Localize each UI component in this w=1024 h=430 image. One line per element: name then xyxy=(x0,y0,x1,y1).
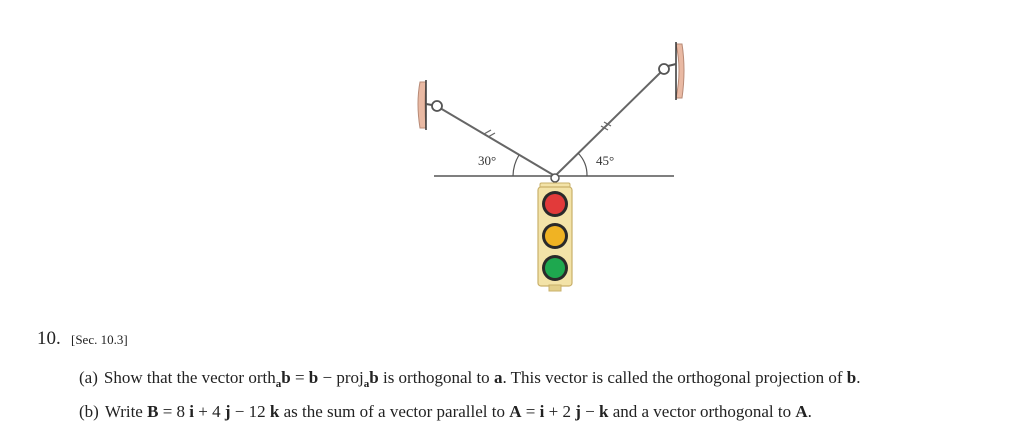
cable-junction-ring xyxy=(550,173,560,183)
right-eyebolt xyxy=(658,63,670,75)
red-light xyxy=(545,194,565,214)
right-wall xyxy=(675,43,685,99)
problem-parts: (a)Show that the vector orthab = b − pro… xyxy=(37,364,997,426)
part-b-unit-i-1: i xyxy=(189,402,195,421)
part-a-text-2: is orthogonal to xyxy=(378,368,494,387)
part-b-unit-i-2: i xyxy=(539,402,545,421)
part-b-unit-j-1: j xyxy=(224,402,231,421)
part-b-unit-k-1: k xyxy=(269,402,280,421)
part-a-subscript-2: a xyxy=(363,378,370,390)
right-turnbuckle-mark-1 xyxy=(600,125,609,131)
part-b-text-8: − xyxy=(580,402,599,421)
part-b-unit-k-2: k xyxy=(598,402,609,421)
part-a-text-1: Show that the vector orth xyxy=(103,368,276,387)
part-a-text-4: . xyxy=(856,368,861,387)
problem-header: 10. [Sec. 10.3] xyxy=(37,326,997,353)
part-a-vector-a: a xyxy=(493,368,503,387)
part-a-vector-b-2: b xyxy=(308,368,319,387)
left-turnbuckle-mark-2 xyxy=(487,132,496,138)
part-b-unit-j-2: j xyxy=(575,402,581,421)
part-a: (a)Show that the vector orthab = b − pro… xyxy=(79,364,997,398)
part-a-label: (a) xyxy=(79,368,98,387)
right-turnbuckle-mark-2 xyxy=(603,121,612,127)
left-angle-label: 30° xyxy=(478,153,496,168)
left-bolt xyxy=(425,103,433,106)
part-b-text-9: and a vector orthogonal to xyxy=(608,402,796,421)
right-angle-label: 45° xyxy=(596,153,614,168)
part-a-vector-b-1: b xyxy=(281,368,291,387)
part-b-label: (b) xyxy=(79,402,99,421)
part-b-vector-B: B xyxy=(147,402,159,421)
part-a-subscript-1: a xyxy=(275,378,282,390)
part-b-text-4: − 12 xyxy=(230,402,270,421)
right-bolt xyxy=(667,63,677,67)
green-light xyxy=(545,258,565,278)
part-b-text-10: . xyxy=(807,402,812,421)
left-turnbuckle-mark-1 xyxy=(483,129,492,135)
part-a-minus-proj: − proj xyxy=(318,368,364,387)
left-cable xyxy=(439,107,556,177)
part-b-text-7: + 2 xyxy=(544,402,576,421)
part-b-vector-A-2: A xyxy=(795,402,808,421)
problem-number: 10. xyxy=(37,328,61,349)
part-b: (b) Write B = 8 i + 4 j − 12 k as the sum… xyxy=(79,398,997,426)
part-b-text-1: Write xyxy=(104,402,148,421)
traffic-light-bottom-cap xyxy=(548,284,562,292)
yellow-light xyxy=(545,226,565,246)
left-eyebolt xyxy=(431,100,443,112)
left-angle-arc xyxy=(512,154,520,177)
part-a-vector-b-4: b xyxy=(846,368,857,387)
part-b-text-3: + 4 xyxy=(194,402,225,421)
traffic-light-diagram: 30° 45° xyxy=(417,42,685,292)
left-wall xyxy=(417,81,427,129)
part-a-text-3: . This vector is called the orthogonal p… xyxy=(502,368,847,387)
part-b-text-5: as the sum of a vector parallel to xyxy=(279,402,510,421)
part-a-vector-b-3: b xyxy=(369,368,379,387)
part-b-text-6: = xyxy=(521,402,540,421)
right-angle-arc xyxy=(577,152,588,177)
section-reference: [Sec. 10.3] xyxy=(71,332,128,347)
problem-10: 10. [Sec. 10.3] (a) Show that the vector … xyxy=(37,326,997,426)
part-b-text-2: = 8 xyxy=(158,402,190,421)
part-b-vector-A-1: A xyxy=(509,402,522,421)
part-a-equals: = xyxy=(290,368,309,387)
